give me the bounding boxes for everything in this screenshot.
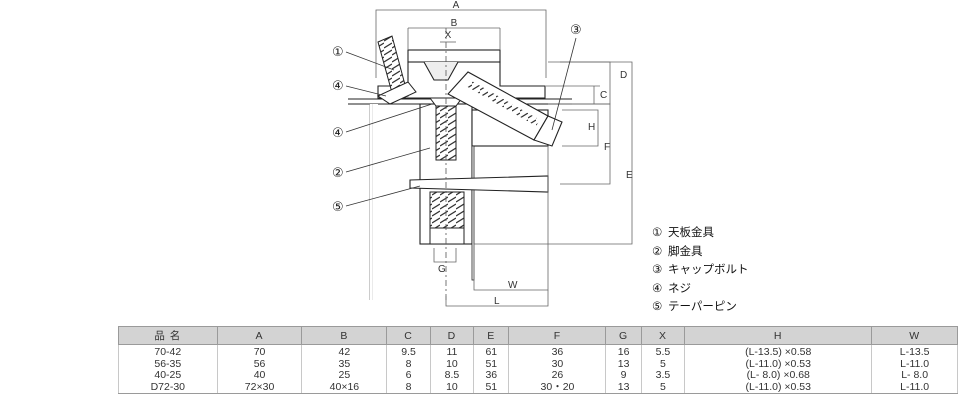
table-cell: (L-11.0) ×0.53 xyxy=(684,381,873,394)
dim-w: W xyxy=(508,280,518,291)
table-cell: 5 xyxy=(640,381,686,394)
dim-l: L xyxy=(494,296,500,307)
table-cell: D72-30 xyxy=(118,381,218,394)
callout-1: ① xyxy=(332,45,344,60)
table-cell: 70 xyxy=(216,344,303,359)
legend-number: ③ xyxy=(652,264,663,276)
table-cell: 25 xyxy=(301,369,388,382)
dim-h: H xyxy=(588,122,595,133)
table-cell: 6 xyxy=(386,369,431,382)
legend-item: ③ キャップボルト xyxy=(652,261,749,280)
dim-c: C xyxy=(600,90,607,101)
callout-5: ⑤ xyxy=(332,200,344,215)
dimension-lines xyxy=(375,9,633,307)
table-cell: L-11.0 xyxy=(871,381,958,394)
table-header-row: 品 名 A B C D E F G X H W xyxy=(118,326,958,345)
parts-legend: ① 天板金具 ② 脚金具 ③ キャップボルト ④ ネジ ⑤ テーパーピン xyxy=(652,224,749,317)
legend-label: 脚金具 xyxy=(668,245,703,258)
callout-3: ③ xyxy=(570,23,582,38)
table-cell: 8.5 xyxy=(429,369,475,382)
table-cell: 5.5 xyxy=(640,344,686,359)
table-row: 40-25 40 25 6 8.5 36 26 9 3.5 (L- 8.0) ×… xyxy=(118,369,958,382)
legend-item: ① 天板金具 xyxy=(652,224,749,243)
legend-number: ② xyxy=(652,245,663,258)
spec-table: 品 名 A B C D E F G X H W 70-42 70 42 9.5 … xyxy=(118,326,958,394)
header-c: C xyxy=(386,326,431,345)
table-cell: L-13.5 xyxy=(871,344,958,359)
header-b: B xyxy=(301,326,388,345)
wood-screw-top xyxy=(376,35,417,105)
cap-bolt xyxy=(447,71,563,147)
header-h: H xyxy=(684,326,873,345)
callout-2: ② xyxy=(332,166,344,181)
legend-number: ④ xyxy=(652,282,663,295)
header-f: F xyxy=(508,326,607,345)
table-cell: (L- 8.0) ×0.68 xyxy=(684,369,873,382)
table-cell: 13 xyxy=(605,381,642,394)
dim-f: F xyxy=(604,142,610,153)
table-cell: 9.5 xyxy=(386,344,431,359)
legend-label: ネジ xyxy=(668,282,691,295)
table-cell: 42 xyxy=(301,344,388,359)
table-cell: 10 xyxy=(429,358,475,370)
table-row: 70-42 70 42 9.5 11 61 36 16 5.5 (L-13.5)… xyxy=(118,344,958,359)
header-x: X xyxy=(640,326,686,345)
callout-4-upper: ④ xyxy=(332,79,344,94)
dim-d: D xyxy=(620,70,627,81)
table-cell: 8 xyxy=(386,381,431,394)
header-d: D xyxy=(429,326,475,345)
lower-screw xyxy=(429,191,465,245)
table-cell: 11 xyxy=(429,344,475,359)
table-cell: 40-25 xyxy=(118,369,218,382)
table-cell: 40×16 xyxy=(301,381,388,394)
legend-label: 天板金具 xyxy=(668,227,714,239)
table-cell: 61 xyxy=(473,344,510,359)
legend-item: ④ ネジ xyxy=(652,280,749,299)
dim-a: A xyxy=(453,0,460,11)
table-cell: 3.5 xyxy=(640,369,686,382)
table-row: D72-30 72×30 40×16 8 10 51 30・20 13 5 (L… xyxy=(118,381,958,394)
table-cell: (L-11.0) ×0.53 xyxy=(684,358,873,370)
table-cell: (L-13.5) ×0.58 xyxy=(684,344,873,359)
table-cell: 9 xyxy=(605,369,642,382)
table-cell: 51 xyxy=(473,381,510,394)
table-cell: L- 8.0 xyxy=(871,369,958,382)
dim-e: E xyxy=(626,170,633,181)
header-product-name: 品 名 xyxy=(118,326,218,345)
legend-label: テーパーピン xyxy=(668,301,737,313)
legend-item: ⑤ テーパーピン xyxy=(652,298,749,317)
table-cell: 51 xyxy=(473,358,510,370)
dim-g: G xyxy=(438,264,446,275)
legend-number: ⑤ xyxy=(652,301,663,313)
header-g: G xyxy=(605,326,642,345)
header-e: E xyxy=(473,326,510,345)
legend-item: ② 脚金具 xyxy=(652,243,749,262)
table-cell: 26 xyxy=(508,369,607,382)
table-cell: 72×30 xyxy=(216,381,303,394)
table-cell: 36 xyxy=(508,344,607,359)
leader-lines xyxy=(345,37,577,207)
table-cell: L-11.0 xyxy=(871,358,958,370)
legend-label: キャップボルト xyxy=(668,264,749,276)
table-cell: 5 xyxy=(640,358,686,370)
table-cell: 40 xyxy=(216,369,303,382)
table-cell: 10 xyxy=(429,381,475,394)
technical-drawing: A B X D C H F E G W L ① ④ ④ ② ⑤ ③ xyxy=(332,0,633,307)
table-cell: 70-42 xyxy=(118,344,218,359)
table-row: 56-35 56 35 8 10 51 30 13 5 (L-11.0) ×0.… xyxy=(118,358,958,370)
dim-x: X xyxy=(445,30,452,41)
callout-4-lower: ④ xyxy=(332,126,344,141)
table-cell: 8 xyxy=(386,358,431,370)
legend-number: ① xyxy=(652,227,663,239)
header-a: A xyxy=(216,326,303,345)
header-w: W xyxy=(871,326,958,345)
table-cell: 16 xyxy=(605,344,642,359)
table-cell: 30・20 xyxy=(508,381,607,394)
table-cell: 36 xyxy=(473,369,510,382)
dim-b: B xyxy=(451,18,458,29)
